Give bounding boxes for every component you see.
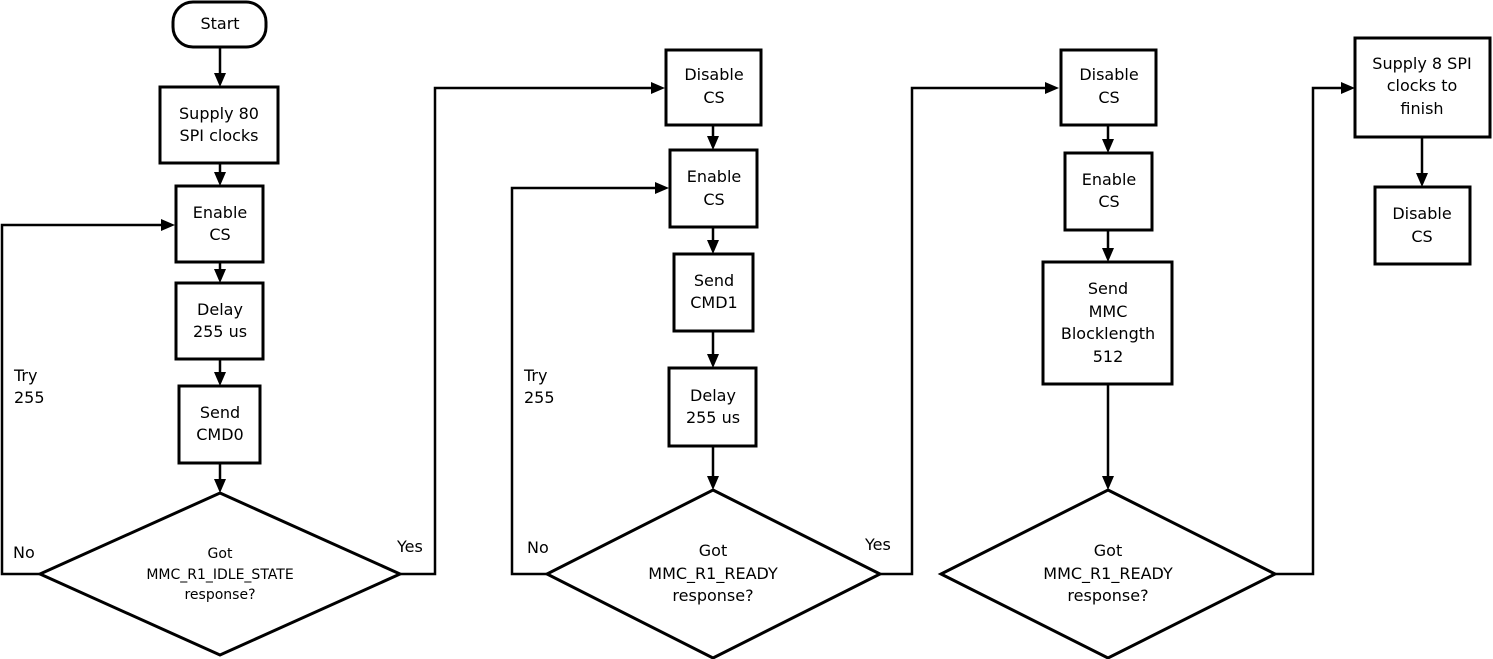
svg-text:Got: Got	[1094, 541, 1122, 560]
svg-text:Delay: Delay	[690, 386, 736, 405]
send-mmc-blocklength-box: Send MMC Blocklength 512	[1041, 260, 1174, 386]
decision-idle-state: Got MMC_R1_IDLE_STATE response?	[36, 491, 404, 657]
supply-8-spi-clocks-box: Supply 8 SPI clocks to finish	[1353, 36, 1492, 139]
delay-255us-box-2: Delay 255 us	[667, 366, 758, 448]
svg-text:MMC_R1_READY: MMC_R1_READY	[1043, 564, 1173, 584]
svg-text:CS: CS	[703, 190, 724, 209]
disable-cs-box-4: Disable CS	[1373, 185, 1472, 266]
svg-text:Got: Got	[208, 546, 233, 562]
arrowhead	[707, 240, 719, 254]
arrowheads	[161, 73, 1428, 493]
svg-text:Disable: Disable	[684, 65, 743, 84]
disable-cs-box-2: Disable CS	[664, 48, 763, 127]
arrowhead	[707, 354, 719, 368]
start-terminal: Start	[171, 0, 268, 49]
start-label: Start	[200, 14, 239, 33]
arrowhead	[707, 476, 719, 490]
svg-text:CS: CS	[209, 225, 230, 244]
arrowhead	[214, 372, 226, 386]
connectors	[0, 47, 1424, 576]
svg-text:Supply 80: Supply 80	[179, 104, 259, 123]
supply-80-spi-clocks-box: Supply 80 SPI clocks	[158, 85, 280, 165]
arrowhead	[1416, 173, 1428, 187]
arrowhead	[214, 479, 226, 493]
try-count-1: 255	[14, 388, 45, 407]
arrowhead	[214, 172, 226, 186]
svg-text:Disable: Disable	[1392, 204, 1451, 223]
enable-cs-box-2: Enable CS	[668, 148, 759, 229]
enable-cs-box-1: Enable CS	[174, 184, 265, 264]
send-cmd0-box: Send CMD0	[177, 384, 262, 465]
svg-text:CS: CS	[1411, 227, 1432, 246]
try-label-1: Try	[13, 366, 37, 385]
arrowhead	[651, 82, 665, 94]
svg-text:Enable: Enable	[1082, 170, 1137, 189]
decision-ready-2: Got MMC_R1_READY response?	[543, 488, 884, 659]
svg-text:clocks to: clocks to	[1387, 76, 1458, 95]
svg-text:Blocklength: Blocklength	[1061, 324, 1155, 343]
svg-text:Send: Send	[200, 403, 240, 422]
svg-text:512: 512	[1093, 347, 1124, 366]
arrowhead	[1102, 476, 1114, 490]
connector-decision-supply8	[1275, 86, 1343, 576]
disable-cs-box-3: Disable CS	[1059, 48, 1158, 127]
svg-text:MMC_R1_READY: MMC_R1_READY	[648, 564, 778, 584]
connector-yes-2	[880, 86, 1047, 576]
svg-text:SPI clocks: SPI clocks	[179, 126, 258, 145]
svg-text:finish: finish	[1400, 99, 1443, 118]
arrowhead	[1102, 248, 1114, 262]
no-label-1: No	[13, 543, 35, 562]
svg-text:MMC: MMC	[1089, 302, 1128, 321]
svg-text:CMD0: CMD0	[196, 425, 243, 444]
connector-no-loop-1	[0, 223, 163, 576]
svg-text:CS: CS	[1098, 88, 1119, 107]
connector-no-loop-2	[510, 186, 657, 576]
svg-text:Disable: Disable	[1079, 65, 1138, 84]
yes-label-2: Yes	[864, 535, 891, 554]
svg-text:Send: Send	[694, 271, 734, 290]
arrowhead	[214, 269, 226, 283]
arrowhead	[1341, 82, 1355, 94]
arrowhead	[1045, 82, 1059, 94]
send-cmd1-box: Send CMD1	[672, 252, 755, 333]
svg-text:response?: response?	[672, 586, 753, 605]
try-label-2: Try	[523, 366, 547, 385]
arrowhead	[214, 73, 226, 87]
svg-text:CS: CS	[703, 88, 724, 107]
arrowhead	[655, 182, 669, 194]
svg-text:255 us: 255 us	[193, 322, 247, 341]
svg-text:response?: response?	[1067, 586, 1148, 605]
svg-text:Got: Got	[699, 541, 727, 560]
svg-text:response?: response?	[184, 587, 255, 603]
svg-text:Delay: Delay	[197, 300, 243, 319]
svg-text:Enable: Enable	[687, 167, 742, 186]
svg-text:MMC_R1_IDLE_STATE: MMC_R1_IDLE_STATE	[146, 567, 293, 583]
svg-text:Enable: Enable	[193, 203, 248, 222]
enable-cs-box-3: Enable CS	[1063, 151, 1154, 232]
try-count-2: 255	[524, 388, 555, 407]
yes-label-1: Yes	[396, 537, 423, 556]
delay-255us-box-1: Delay 255 us	[174, 281, 265, 361]
connector-yes-1	[400, 86, 653, 576]
svg-text:CS: CS	[1098, 192, 1119, 211]
decision-ready-3: Got MMC_R1_READY response?	[937, 488, 1279, 659]
svg-text:Send: Send	[1088, 279, 1128, 298]
svg-text:255 us: 255 us	[686, 408, 740, 427]
no-label-2: No	[527, 538, 549, 557]
arrowhead	[707, 136, 719, 150]
svg-text:Supply 8 SPI: Supply 8 SPI	[1372, 54, 1471, 73]
arrowhead	[161, 219, 175, 231]
arrowhead	[1102, 139, 1114, 153]
svg-text:CMD1: CMD1	[690, 293, 737, 312]
